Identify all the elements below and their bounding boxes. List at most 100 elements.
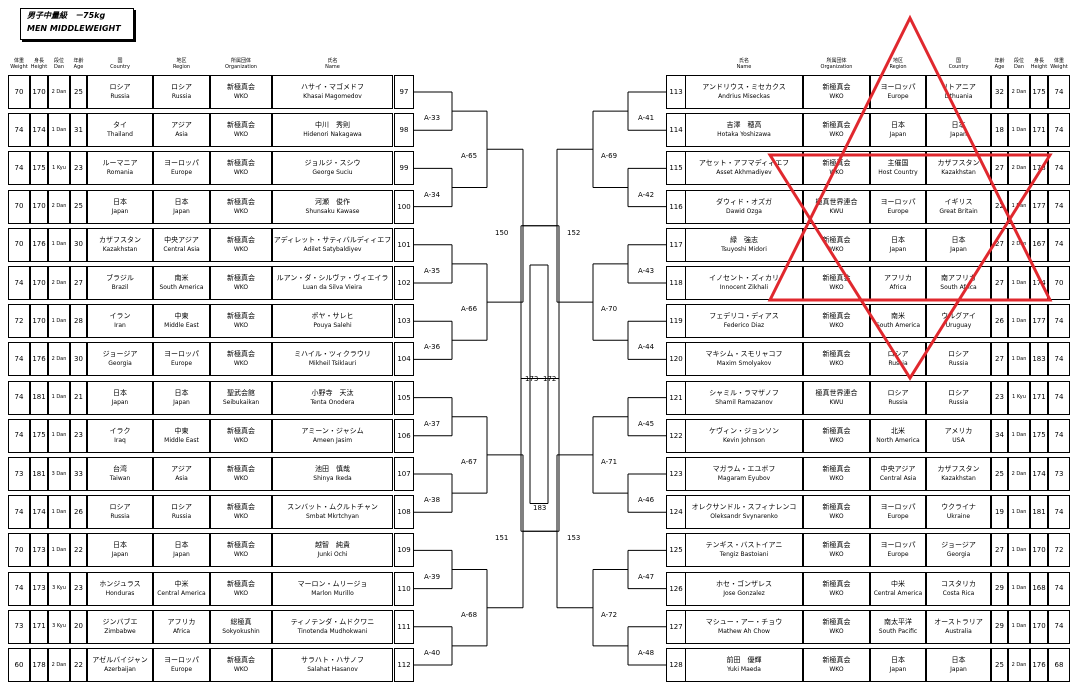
left-header-dan-en: Dan [53, 64, 65, 70]
left-region-jp: 日本 [174, 197, 189, 206]
left-name-jp: 河瀬 俊作 [315, 197, 350, 206]
right-header-region-en: Region [889, 64, 907, 70]
left-org-en: WKO [233, 169, 249, 177]
right-cell-age: 19 [991, 495, 1008, 530]
left-region-en: Europe [170, 666, 193, 673]
left-region-en: Japan [173, 207, 190, 215]
right-name-en: Shamil Ramazanov [715, 398, 773, 406]
left-header-weight-jp: 体重 [13, 58, 24, 64]
right-cell-height: 176 [1030, 648, 1048, 682]
right-name-en: Tsuyoshi Midori [721, 245, 767, 253]
right-org-jp: 新極真会 [822, 503, 851, 512]
left-name-jp: 越智 純貴 [315, 541, 350, 550]
right-region-en: South America [875, 322, 921, 330]
right-name-en: Innocent Zikhali [719, 284, 769, 291]
hexagram-up-triangle [767, 14, 1053, 302]
right-cell-height: 175 [1030, 418, 1048, 453]
bracket-match-label: A-46 [638, 496, 655, 505]
right-seed-number: 121 [666, 380, 686, 415]
right-cell-dan: 1 Dan [1008, 418, 1030, 453]
right-country-jp: イギリス [944, 197, 973, 206]
left-region-en: Japan [173, 398, 190, 406]
right-header-region-jp: 地区 [892, 58, 903, 64]
right-org-en: WKO [829, 360, 844, 368]
left-country-en: Russia [110, 93, 130, 100]
left-country-en: Japan [111, 398, 129, 406]
left-name-en: Tinotenda Mudhokwani [297, 627, 368, 635]
right-cell-height: 170 [1030, 533, 1048, 568]
left-header-weight-en: Weight [10, 64, 28, 70]
left-region-en: Europe [170, 360, 193, 368]
right-name-jp: オレクサンドル・スフィナレンコ [691, 503, 797, 512]
right-cell-weight: 74 [1048, 418, 1070, 453]
left-cell-age: 27 [70, 266, 87, 300]
right-seed-number: 115 [666, 151, 686, 186]
left-country-jp: イラク [109, 426, 131, 435]
division-title-en: MEN MIDDLEWEIGHT [27, 24, 121, 33]
left-cell-dan: 1 Dan [48, 380, 70, 415]
right-cell-age: 34 [991, 418, 1008, 453]
right-org-jp: 極真世界連合 [815, 388, 858, 397]
right-org-jp: 新極真会 [822, 235, 851, 244]
right-name-jp: アセット・アフマディィエフ [698, 159, 790, 168]
bracket-match-label: A-35 [424, 266, 441, 275]
right-org-jp: 新極真会 [822, 617, 851, 626]
right-header-weight-en: Weight [1050, 64, 1068, 70]
right-region-jp: ロシア [887, 350, 909, 359]
left-country-en: Honduras [105, 589, 135, 597]
left-seed-number: 111 [394, 609, 414, 644]
right-country-en: Japan [950, 131, 967, 139]
right-name-jp: マシュー・アー・チョウ [705, 617, 783, 626]
left-cell-dan: 1 Dan [48, 533, 70, 568]
left-country-en: Azerbaijan [104, 666, 136, 673]
right-cell-age: 18 [991, 113, 1008, 148]
right-region-jp: 南米 [891, 312, 905, 321]
left-org-en: WKO [233, 131, 249, 139]
right-region-jp: 日本 [891, 235, 905, 244]
left-org-jp: 新極真会 [227, 503, 255, 512]
left-cell-weight: 74 [8, 495, 30, 530]
right-name-jp: 吉澤 穂高 [726, 121, 762, 130]
right-name-en: Jose Gonzalez [723, 589, 765, 597]
left-country-en: Kazakhstan [102, 245, 138, 253]
right-region-jp: 北米 [891, 426, 905, 435]
left-header-org-jp: 所属団体 [230, 58, 251, 64]
right-org-en: WKO [829, 666, 844, 673]
left-seed-number: 104 [394, 342, 414, 377]
left-header-name-en: Name [325, 64, 340, 70]
left-name-en: Smbat Mkrtchyan [305, 513, 359, 521]
left-cell-height: 176 [30, 227, 48, 262]
right-region-en: Russia [888, 360, 908, 368]
left-header-country-en: Country [110, 64, 130, 70]
left-org-en: WKO [233, 475, 249, 482]
left-cell-age: 26 [70, 495, 87, 530]
left-cell-height: 173 [30, 533, 48, 568]
left-name-jp: アミーン・ジャシム [301, 426, 364, 435]
right-cell-age: 27 [991, 151, 1008, 186]
left-cell-dan: 1 Kyu [48, 151, 70, 186]
right-cell-weight: 74 [1048, 342, 1070, 377]
right-seed-number: 126 [666, 571, 686, 606]
left-country-jp: 日本 [113, 388, 127, 397]
left-cell-height: 170 [30, 304, 48, 339]
right-org-en: WKO [829, 436, 844, 444]
right-country-en: Costa Rica [942, 589, 975, 597]
